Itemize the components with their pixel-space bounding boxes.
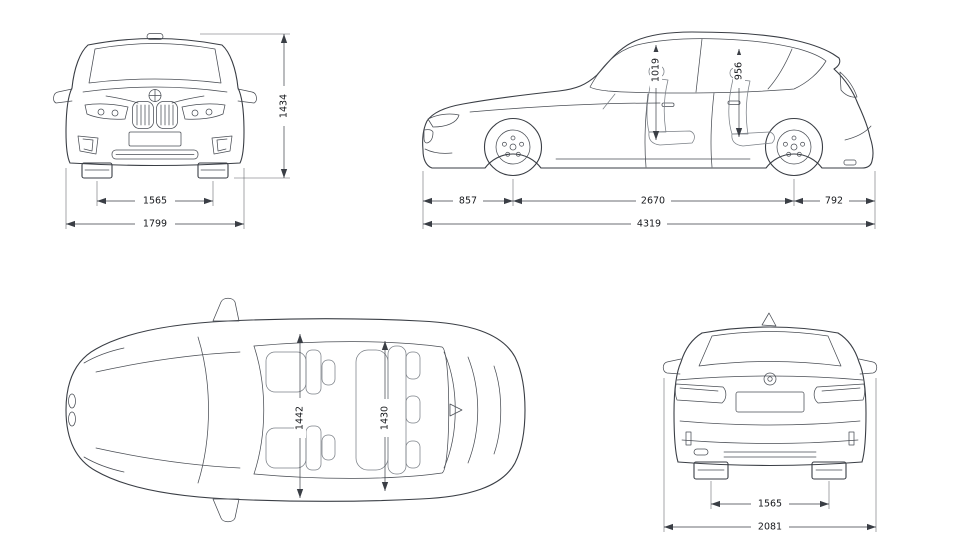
dim-rear-interior-width: 1430 <box>379 341 391 491</box>
left-headlight <box>84 103 129 120</box>
front-windshield <box>88 43 222 84</box>
dim-overall-length: 4319 <box>423 218 875 230</box>
taillight-right <box>813 383 866 404</box>
rear-window <box>698 331 842 367</box>
b-pillar <box>695 38 703 93</box>
front-view: 1434 1565 1799 <box>53 33 291 230</box>
rear-mirror-left <box>662 358 682 375</box>
side-glasshouse <box>589 38 827 94</box>
side-headlight-grille <box>423 113 460 154</box>
rear-roundel <box>763 372 777 386</box>
front-width-label: 1799 <box>143 219 167 230</box>
fin-antenna-top <box>449 403 463 417</box>
rear-wheels <box>693 461 847 480</box>
front-view-car <box>53 33 257 179</box>
dim-front-width: 1799 <box>65 168 245 230</box>
top-body-outline <box>65 318 526 502</box>
c-pillar <box>767 48 793 90</box>
front-headroom-label: 1019 <box>651 58 662 82</box>
roof-antenna <box>146 33 164 40</box>
front-overhang-label: 857 <box>459 196 477 207</box>
dim-front-height: 1434 <box>200 33 291 179</box>
rear-body-left <box>673 332 703 463</box>
front-seats-plan <box>265 349 336 471</box>
front-interior-width-label: 1442 <box>295 406 306 430</box>
top-view-car <box>65 297 526 523</box>
rear-wheel <box>764 117 824 177</box>
front-wheel <box>483 117 543 177</box>
overall-width-label: 2081 <box>758 522 782 533</box>
character-line <box>469 102 661 113</box>
dim-front-interior-width: 1442 <box>294 334 306 498</box>
steering-column <box>602 93 616 110</box>
windshield-base <box>197 336 209 484</box>
taillight-left <box>674 383 727 404</box>
rear-interior-width-label: 1430 <box>380 406 391 430</box>
dim-rear-overhang: 792 <box>794 171 876 229</box>
rear-headroom-label: 956 <box>734 62 745 80</box>
dim-rear-track: 1565 <box>710 481 830 510</box>
trunk-lip-line <box>493 365 502 455</box>
rear-body-right <box>837 332 867 463</box>
dim-wheelbase: 2670 <box>513 179 795 207</box>
side-intakes <box>77 135 233 155</box>
rear-license-plate <box>735 391 805 413</box>
hatch-line <box>467 356 479 464</box>
windshield-top <box>253 345 265 475</box>
side-taillight <box>839 71 872 166</box>
front-height-label: 1434 <box>279 94 290 118</box>
cowl-line <box>82 86 228 93</box>
fin-antenna-rear <box>761 312 777 327</box>
side-view-car <box>422 31 874 177</box>
rear-mirror-right <box>858 358 878 375</box>
right-mirror <box>237 88 257 104</box>
tailgate-lower-line <box>679 420 861 426</box>
license-plate <box>128 131 182 147</box>
wheelbase-label: 2670 <box>641 196 665 207</box>
front-wheels <box>81 162 229 179</box>
rear-body-bottom <box>677 461 863 467</box>
rear-roof-line <box>701 326 839 334</box>
top-view: 1442 1430 <box>65 297 526 523</box>
rear-track-label: 1565 <box>758 499 782 510</box>
mirror-bottom <box>212 498 240 523</box>
rear-view: 1565 2081 <box>662 312 878 533</box>
right-headlight <box>181 103 226 120</box>
rear-overhang-label: 792 <box>825 196 843 207</box>
left-mirror <box>53 88 73 104</box>
rear-bumper-details <box>685 431 855 458</box>
dim-front-headroom: 1019 <box>650 45 662 140</box>
side-body-outline <box>422 31 874 169</box>
tailgate-shoulder-line <box>676 375 864 381</box>
brand-roundel <box>148 89 162 102</box>
side-view: 1019 956 857 2670 792 <box>422 31 876 230</box>
dim-rear-headroom: 956 <box>733 49 745 137</box>
door-lines <box>644 92 741 168</box>
rear-window-line <box>443 351 456 469</box>
overall-length-label: 4319 <box>637 219 661 230</box>
dim-overall-width: 2081 <box>663 378 877 533</box>
kidney-grille <box>132 101 178 129</box>
mirror-top <box>212 297 240 322</box>
front-track-label: 1565 <box>143 196 167 207</box>
lower-intake <box>111 149 199 160</box>
dim-front-track: 1565 <box>96 181 214 207</box>
front-body-outline <box>65 37 245 167</box>
bumper-crease <box>681 439 859 444</box>
hood-lines <box>68 347 241 473</box>
rear-view-car <box>662 312 878 480</box>
dim-front-overhang: 857 <box>422 171 514 229</box>
roof-panel <box>253 341 450 479</box>
